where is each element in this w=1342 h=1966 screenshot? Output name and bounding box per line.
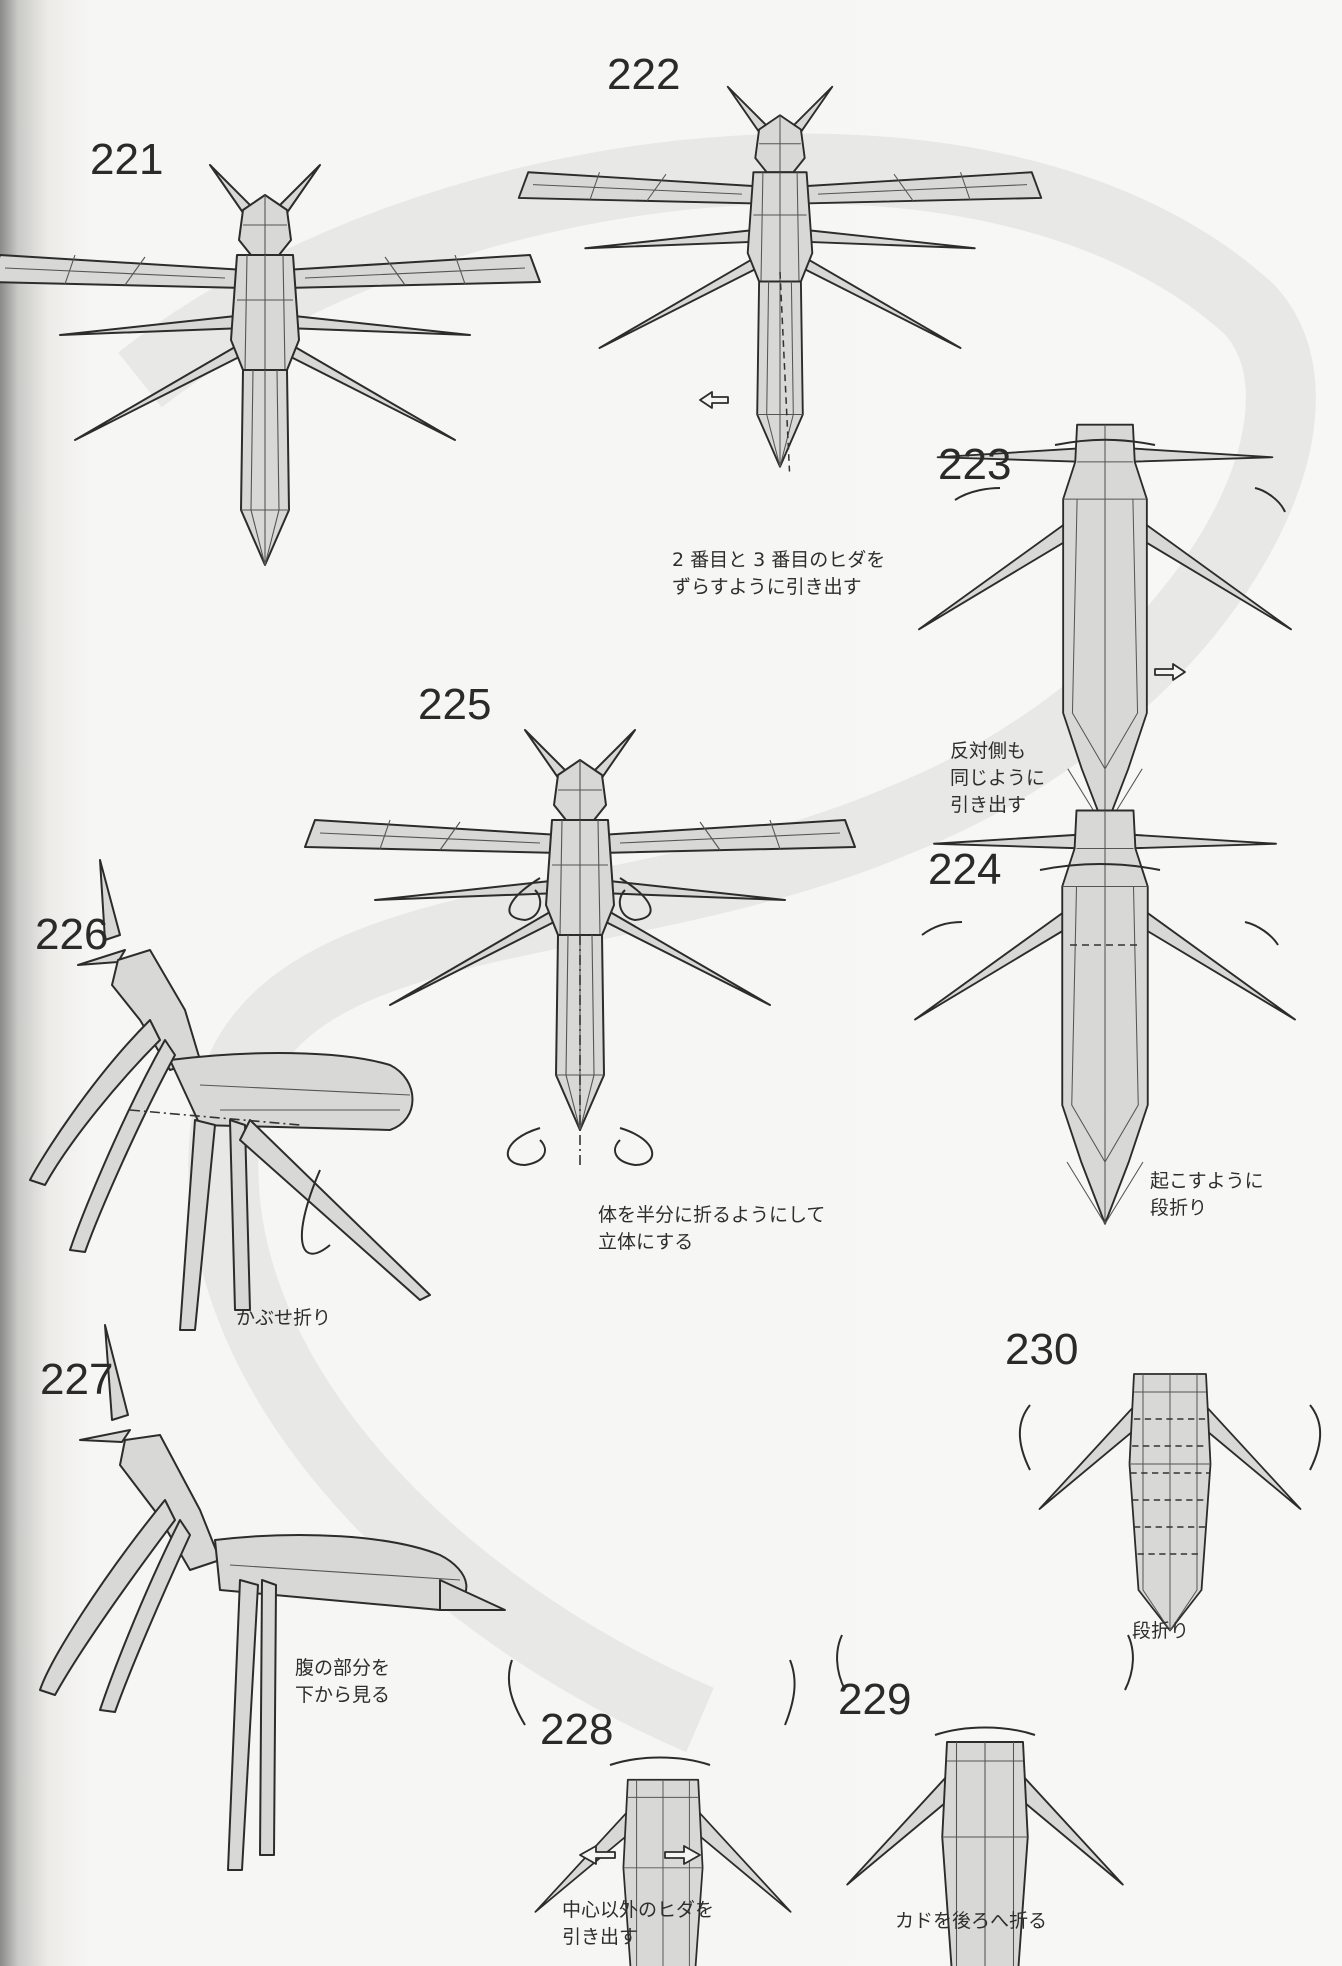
caption-line: 同じように <box>950 765 1045 792</box>
step-230-arc-left <box>1020 1405 1030 1470</box>
step-number-221: 221 <box>90 135 163 185</box>
step-230-arc-right <box>1310 1405 1320 1470</box>
step-number-222: 222 <box>607 50 680 100</box>
caption-line: 起こすように <box>1150 1168 1264 1195</box>
step-number-230: 230 <box>1005 1325 1078 1375</box>
caption-line: 反対側も <box>950 738 1045 765</box>
step-number-226: 226 <box>35 910 108 960</box>
caption-line: カドを後ろへ折る <box>895 1908 1047 1935</box>
step-223-caption: 反対側も 同じように 引き出す <box>950 738 1045 819</box>
step-224-caption: 起こすように 段折り <box>1150 1168 1264 1222</box>
step-222-caption: 2 番目と 3 番目のヒダを ずらすように引き出す <box>672 547 885 601</box>
step-number-229: 229 <box>838 1675 911 1725</box>
caption-line: 引き出す <box>562 1924 714 1951</box>
flip-arrow-icon <box>508 1128 545 1165</box>
caption-line: 段折り <box>1132 1618 1189 1645</box>
caption-line: 引き出す <box>950 792 1045 819</box>
caption-line: かぶせ折り <box>236 1305 331 1332</box>
step-230-figure <box>1040 1374 1301 1631</box>
step-number-223: 223 <box>938 440 1011 490</box>
step-227-caption: 腹の部分を 下から見る <box>295 1655 390 1709</box>
step-229-arc-top <box>935 1728 1035 1736</box>
step-226-caption: かぶせ折り <box>236 1305 331 1332</box>
caption-line: ずらすように引き出す <box>672 574 885 601</box>
flip-arrow-icon <box>615 1128 652 1165</box>
caption-line: 腹の部分を <box>295 1655 390 1682</box>
step-229-caption: カドを後ろへ折る <box>895 1908 1047 1935</box>
step-number-227: 227 <box>40 1355 113 1405</box>
step-225-caption: 体を半分に折るようにして 立体にする <box>598 1202 825 1256</box>
step-number-224: 224 <box>928 845 1001 895</box>
step-228-arc-top <box>610 1758 710 1766</box>
caption-line: 中心以外のヒダを <box>562 1897 714 1924</box>
caption-line: 段折り <box>1150 1195 1264 1222</box>
step-number-228: 228 <box>540 1705 613 1755</box>
caption-line: 2 番目と 3 番目のヒダを <box>672 547 885 574</box>
step-222-figure <box>519 87 1042 472</box>
caption-line: 体を半分に折るようにして <box>598 1202 825 1229</box>
caption-line: 立体にする <box>598 1229 825 1256</box>
step-228-caption: 中心以外のヒダを 引き出す <box>562 1897 714 1951</box>
push-arrow-icon <box>700 392 728 408</box>
caption-line: 下から見る <box>295 1682 390 1709</box>
step-224-arc-left <box>922 922 962 935</box>
step-number-225: 225 <box>418 680 491 730</box>
step-230-caption: 段折り <box>1132 1618 1189 1645</box>
step-224-arc-right <box>1245 922 1278 945</box>
step-228-arc-right <box>785 1660 795 1725</box>
step-228-arc-left <box>509 1660 525 1725</box>
